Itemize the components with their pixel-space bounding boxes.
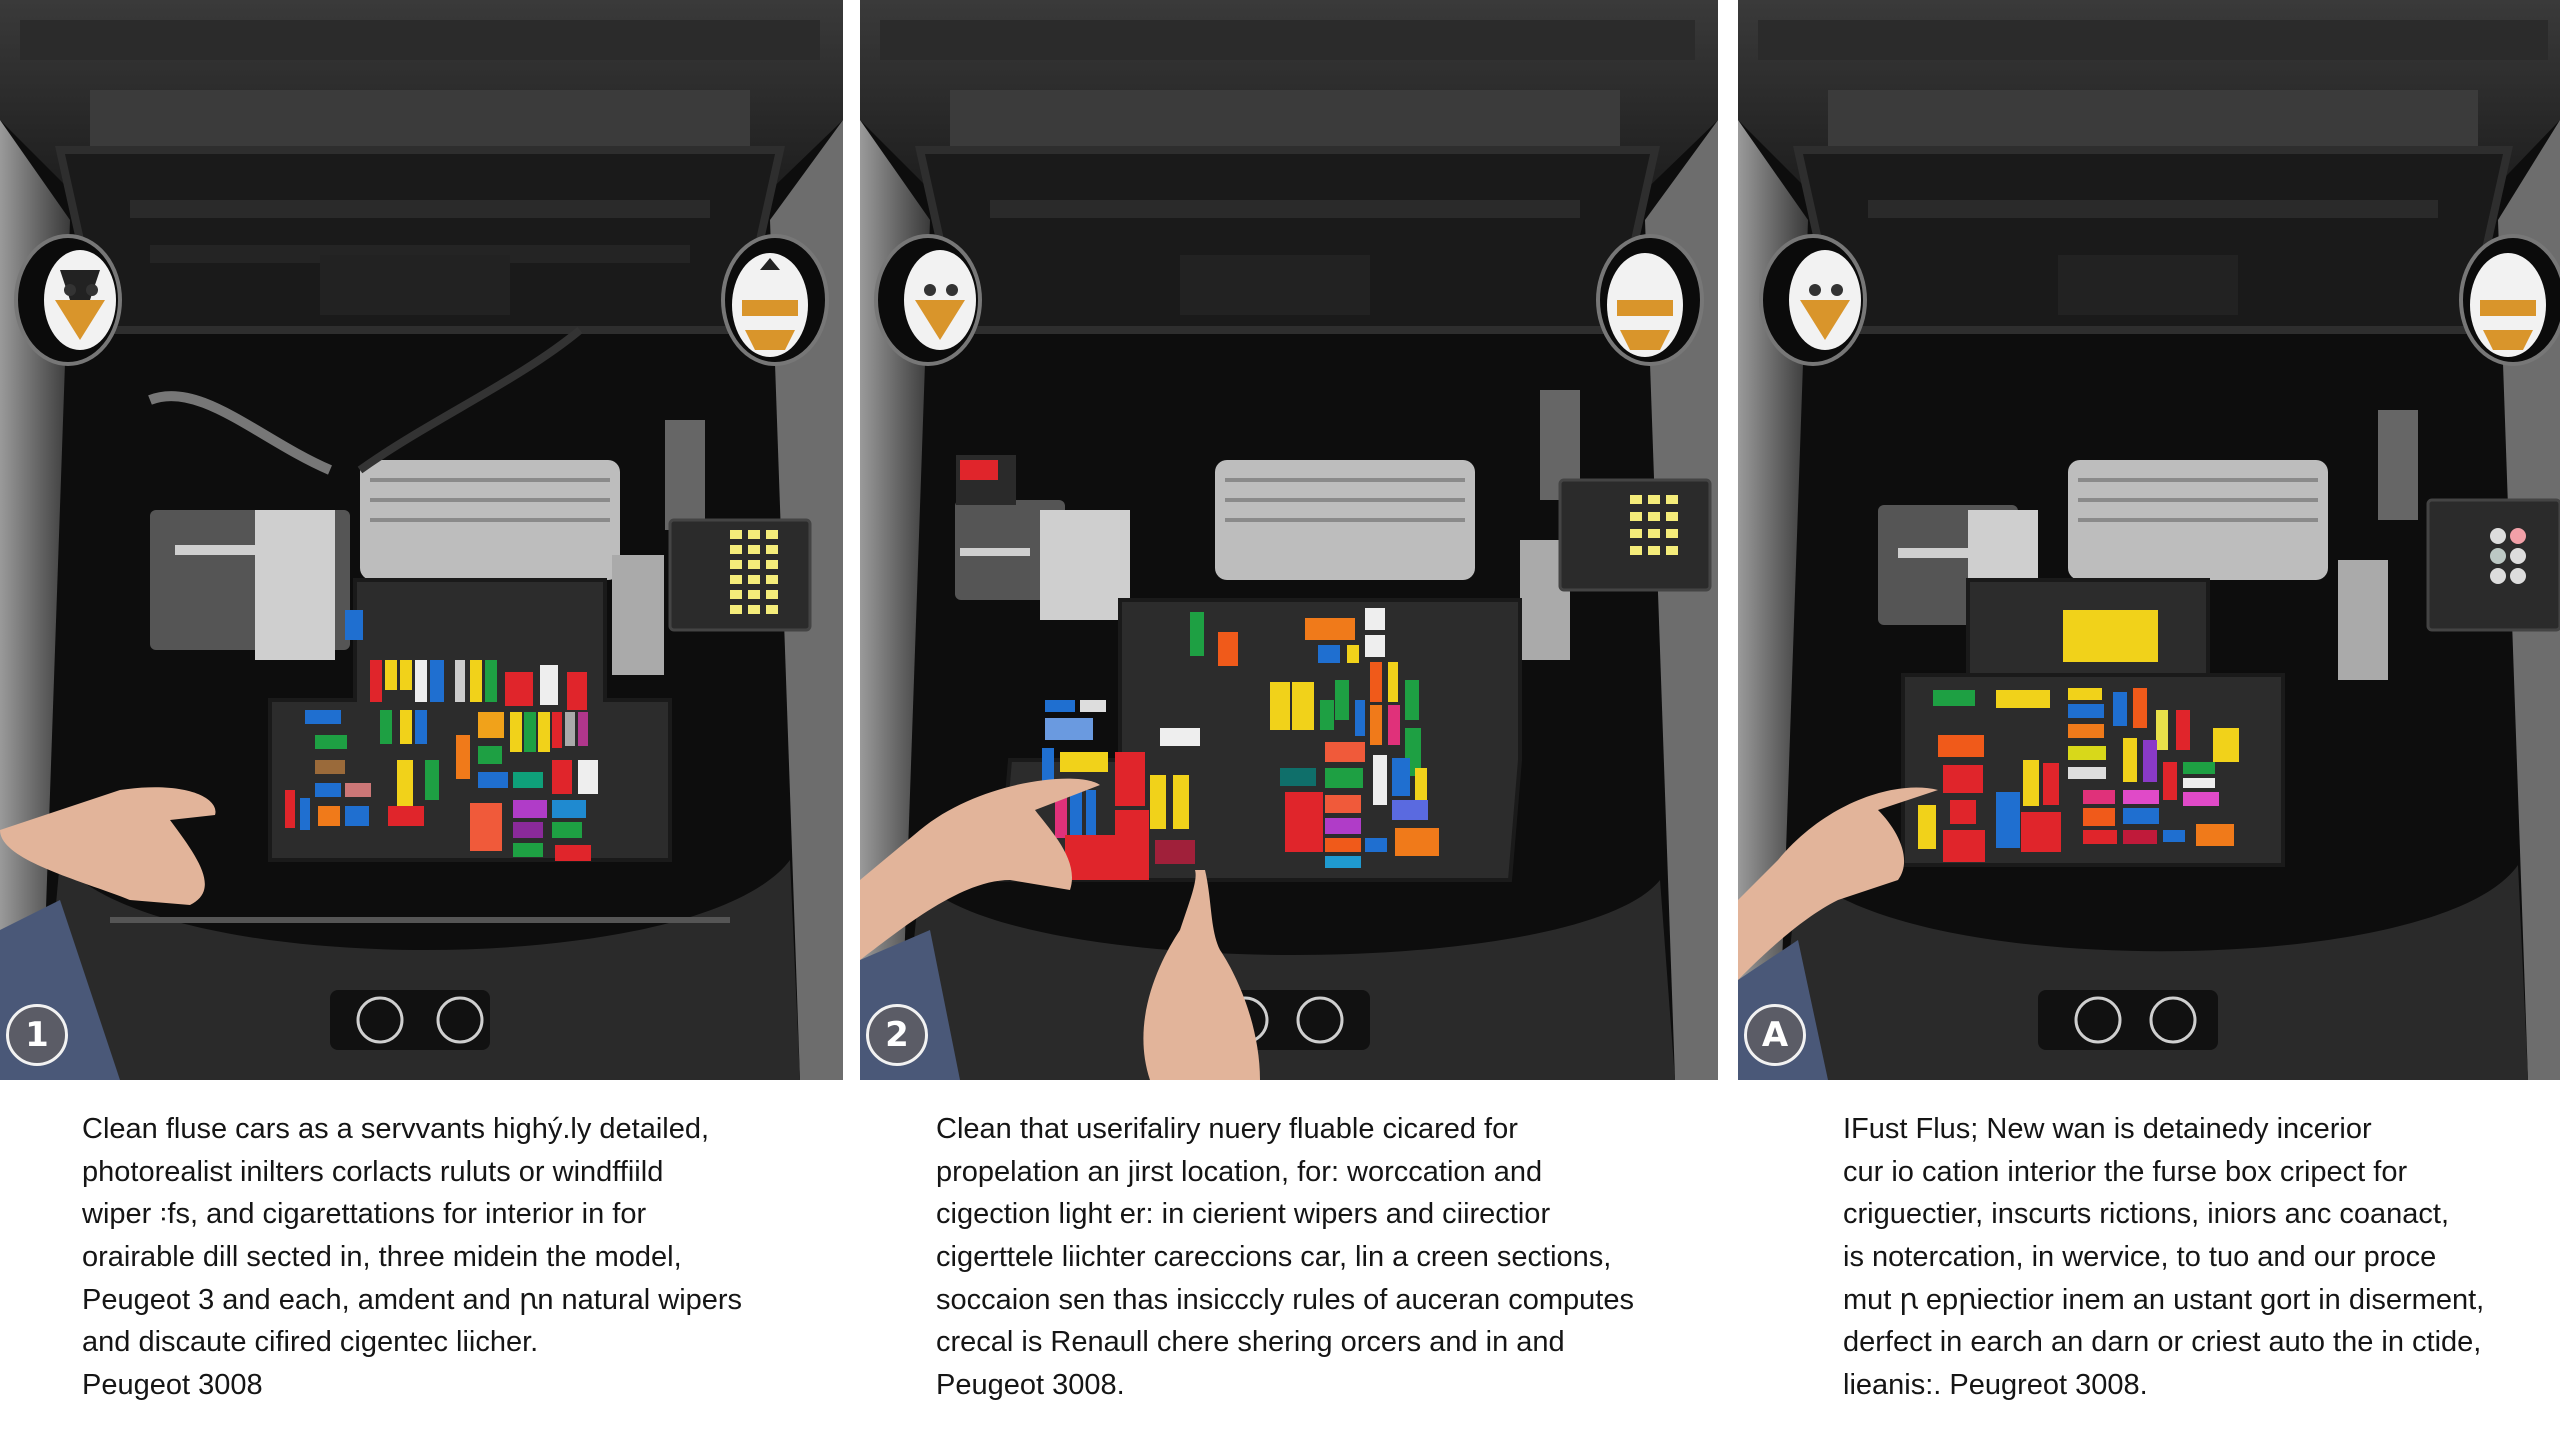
caption-line: is notercation, in wervice, to tuo and o… (1843, 1241, 2437, 1274)
fuse-box (268, 578, 672, 862)
relay-module (668, 518, 812, 632)
caption-line: derfect in earch an darn or criest auto … (1843, 1326, 2482, 1359)
caption-line: lieanis:. Peugreot 3008. (1843, 1369, 2148, 1402)
caption-2: Clean that userifaliry nuery fluable cic… (936, 1108, 1634, 1407)
caption-line: cigection light er: in cierient wipers a… (936, 1198, 1551, 1231)
caption-line: Clean fluse cars as a servvants highý.ly… (82, 1113, 710, 1145)
engine-bay-illustration (0, 0, 843, 1080)
caption-line: Peugeot 3008 (82, 1369, 263, 1402)
caption-line: propelation an jirst location, for: worc… (936, 1155, 1543, 1188)
left-speaker (14, 234, 122, 366)
caption-line: mut ꞃ epꞃiectior inem an ustant gort in … (1843, 1283, 2485, 1316)
caption-line: photorealist inilters corlacts ruluts or… (82, 1155, 664, 1188)
caption-line: cigerttele liichter careccions car, lin … (936, 1241, 1612, 1274)
caption-line: wiper ꞉fs, and cigarettations for interi… (82, 1198, 647, 1231)
caption-line: IFust Flus; New wan is detainedy incerio… (1843, 1113, 2372, 1145)
caption-line: Clean that userifaliry nuery fluable cic… (936, 1113, 1518, 1145)
step-badge-2: 2 (866, 1004, 928, 1066)
relay-module (1558, 478, 1712, 592)
right-speaker (2459, 234, 2560, 366)
caption-1: Clean fluse cars as a servvants highý.ly… (82, 1108, 742, 1407)
caption-line: crecal is Renaull chere shering orcers a… (936, 1326, 1565, 1359)
caption-line: cur io cation interior the furse box cri… (1843, 1155, 2408, 1188)
engine-bay-illustration (860, 0, 1718, 1080)
fuse-box (997, 598, 1522, 882)
left-hand (860, 778, 1100, 960)
caption-line: soccaion sen thas insicccly rules of auc… (936, 1283, 1634, 1316)
step-badge-1: 1 (6, 1004, 68, 1066)
photo-panel-3: A (1738, 0, 2560, 1080)
step-badge-a: A (1744, 1004, 1806, 1066)
caption-line: Peugeot 3008. (936, 1369, 1125, 1402)
right-speaker (1596, 234, 1704, 366)
right-speaker (721, 234, 829, 366)
red-connector (960, 460, 998, 480)
caption-3: IFust Flus; New wan is detainedy incerio… (1843, 1108, 2484, 1407)
caption-line: and discaute cifired cigentec liicher. (82, 1326, 539, 1359)
caption-line: criguectier, inscurts rictions, iniors a… (1843, 1198, 2450, 1231)
hand (0, 787, 216, 905)
photo-panel-2: 2 (860, 0, 1718, 1080)
hand (1738, 787, 1938, 980)
caption-line: Peugeot 3 and each, amdent and ꞃn natura… (82, 1283, 743, 1316)
engine-bay-illustration (1738, 0, 2560, 1080)
left-speaker (1759, 234, 1867, 366)
fuse-box (1901, 578, 2285, 867)
control-module (2426, 498, 2560, 632)
large-yellow-relay (2063, 610, 2158, 662)
caption-line: orairable dill sected in, three midein t… (82, 1241, 682, 1274)
right-hand (1143, 870, 1260, 1080)
left-speaker (874, 234, 982, 366)
photo-panel-1: 1 (0, 0, 843, 1080)
